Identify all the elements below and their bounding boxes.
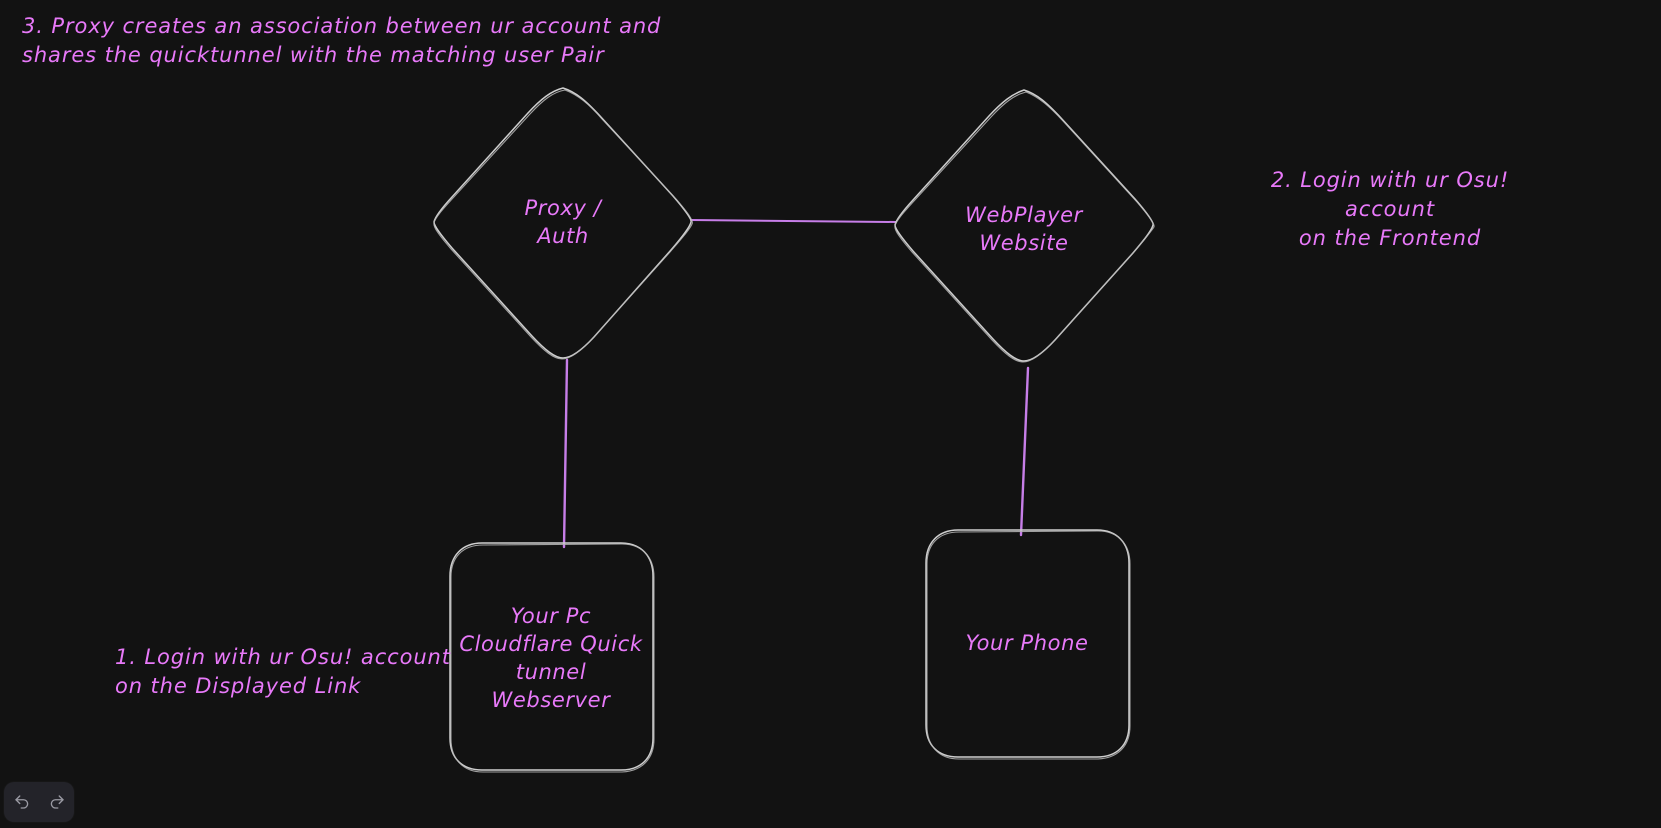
- annotation-step-2: 2. Login with ur Osu! account on the Fro…: [1270, 168, 1510, 250]
- undo-button[interactable]: [8, 788, 36, 816]
- annotation-step-1: 1. Login with ur Osu! account on the Dis…: [115, 645, 451, 698]
- connector-webplayer-to-your-phone[interactable]: [1019, 366, 1030, 537]
- redo-arrow-icon: [50, 795, 64, 809]
- redo-button[interactable]: [43, 788, 71, 816]
- node-label-webplayer-website: WebPlayer Website: [965, 203, 1083, 255]
- node-label-proxy-auth: Proxy / Auth: [524, 196, 602, 248]
- annotation-step-3: 3. Proxy creates an association between …: [22, 14, 662, 67]
- history-toolbar[interactable]: [4, 782, 74, 822]
- connector-proxy-to-your-pc[interactable]: [562, 358, 569, 549]
- node-label-your-phone: Your Phone: [965, 631, 1089, 655]
- node-label-your-pc: Your Pc Cloudflare Quick tunnel Webserve…: [459, 604, 643, 712]
- undo-arrow-icon: [14, 795, 28, 809]
- connector-proxy-to-webplayer[interactable]: [690, 219, 897, 223]
